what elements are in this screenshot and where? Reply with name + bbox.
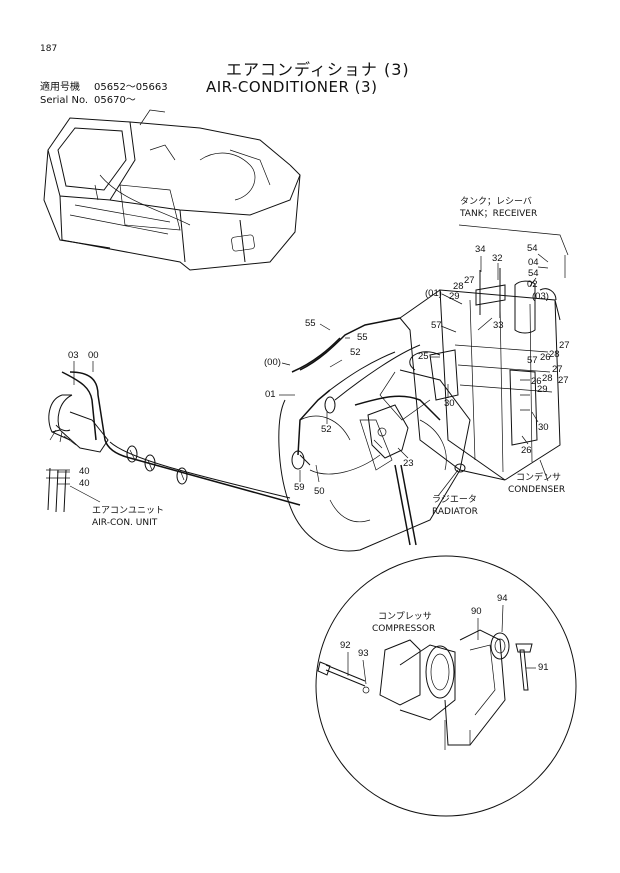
callout-94: 94	[497, 593, 508, 604]
leader-lines	[57, 224, 569, 685]
callout-55: 55	[305, 318, 316, 329]
callout-40: 40	[79, 478, 90, 489]
callout-29: 29	[537, 384, 548, 395]
page-title-japanese: エアコンディショナ (3)	[226, 60, 410, 79]
callout-27: 27	[558, 375, 569, 386]
callout-28: 28	[453, 281, 464, 292]
callout-33: 33	[493, 320, 504, 331]
callout-26: 26	[521, 445, 532, 456]
callout-34: 34	[475, 244, 486, 255]
callout-27: 27	[552, 364, 563, 375]
condenser-label-ja: コンデンサ	[516, 473, 562, 483]
compressor-label-ja: コンプレッサ	[378, 612, 432, 622]
callout-00: 00	[88, 350, 99, 361]
callout-30: 30	[538, 422, 549, 433]
callout-28: 28	[549, 349, 560, 360]
callout-54: 54	[527, 243, 538, 254]
callout-27: 27	[464, 275, 475, 286]
callout-57: 57	[431, 320, 442, 331]
callout-02: 02	[527, 279, 538, 290]
applicable-models-value: 05652～05663	[94, 82, 168, 93]
callout-50: 50	[314, 486, 325, 497]
callout-54: 54	[528, 268, 539, 279]
callout-57: 57	[527, 355, 538, 366]
condenser-label: CONDENSER	[508, 485, 566, 495]
aircon-unit-label-ja: エアコンユニット	[92, 506, 165, 516]
compressor-label: COMPRESSOR	[372, 624, 436, 634]
machine-overview-illustration	[43, 109, 301, 271]
condenser-radiator-illustration	[399, 268, 561, 481]
callout-30: 30	[444, 398, 455, 409]
callout-03: 03	[68, 350, 79, 361]
callout-00: (00)	[264, 357, 281, 368]
callout-90: 90	[471, 606, 482, 617]
callout-26: 26	[540, 352, 551, 363]
callout-01: 01	[265, 389, 276, 400]
callout-25: 25	[418, 351, 429, 362]
applicable-models-label: 適用号機	[40, 82, 80, 93]
callout-91: 91	[538, 662, 549, 673]
tank-receiver-label-ja: タンク；レシーバ	[460, 197, 532, 207]
hose-routing	[61, 317, 441, 506]
callout-29: 29	[449, 291, 460, 302]
callout-52: 52	[350, 347, 361, 358]
callout-40: 40	[79, 466, 90, 477]
compressor-detail-circle	[315, 464, 577, 817]
callout-28: 28	[542, 373, 553, 384]
callout-03: (03)	[532, 291, 549, 302]
callout-04: 04	[528, 257, 539, 268]
page-title: AIR-CONDITIONER (3)	[206, 78, 378, 96]
tank-receiver-label: TANK；RECEIVER	[460, 209, 538, 219]
aircon-unit-illustration	[46, 394, 109, 513]
callout-55: 55	[357, 332, 368, 343]
callout-52: 52	[321, 424, 332, 435]
callout-32: 32	[492, 253, 503, 264]
callout-27: 27	[559, 340, 570, 351]
page-number: 187	[40, 44, 58, 54]
radiator-label-ja: ラジエータ	[432, 495, 477, 505]
callout-93: 93	[358, 648, 369, 659]
radiator-label: RADIATOR	[432, 507, 478, 517]
callout-92: 92	[340, 640, 351, 651]
engine-illustration	[278, 351, 471, 552]
callout-01: (01)	[425, 288, 442, 299]
callout-23: 23	[403, 458, 414, 469]
serial-number-label: Serial No.	[40, 95, 89, 106]
serial-number-value: 05670～	[94, 95, 136, 106]
callout-59: 59	[294, 482, 305, 493]
callout-26: 26	[531, 376, 542, 387]
aircon-unit-label: AIR-CON. UNIT	[92, 518, 158, 528]
